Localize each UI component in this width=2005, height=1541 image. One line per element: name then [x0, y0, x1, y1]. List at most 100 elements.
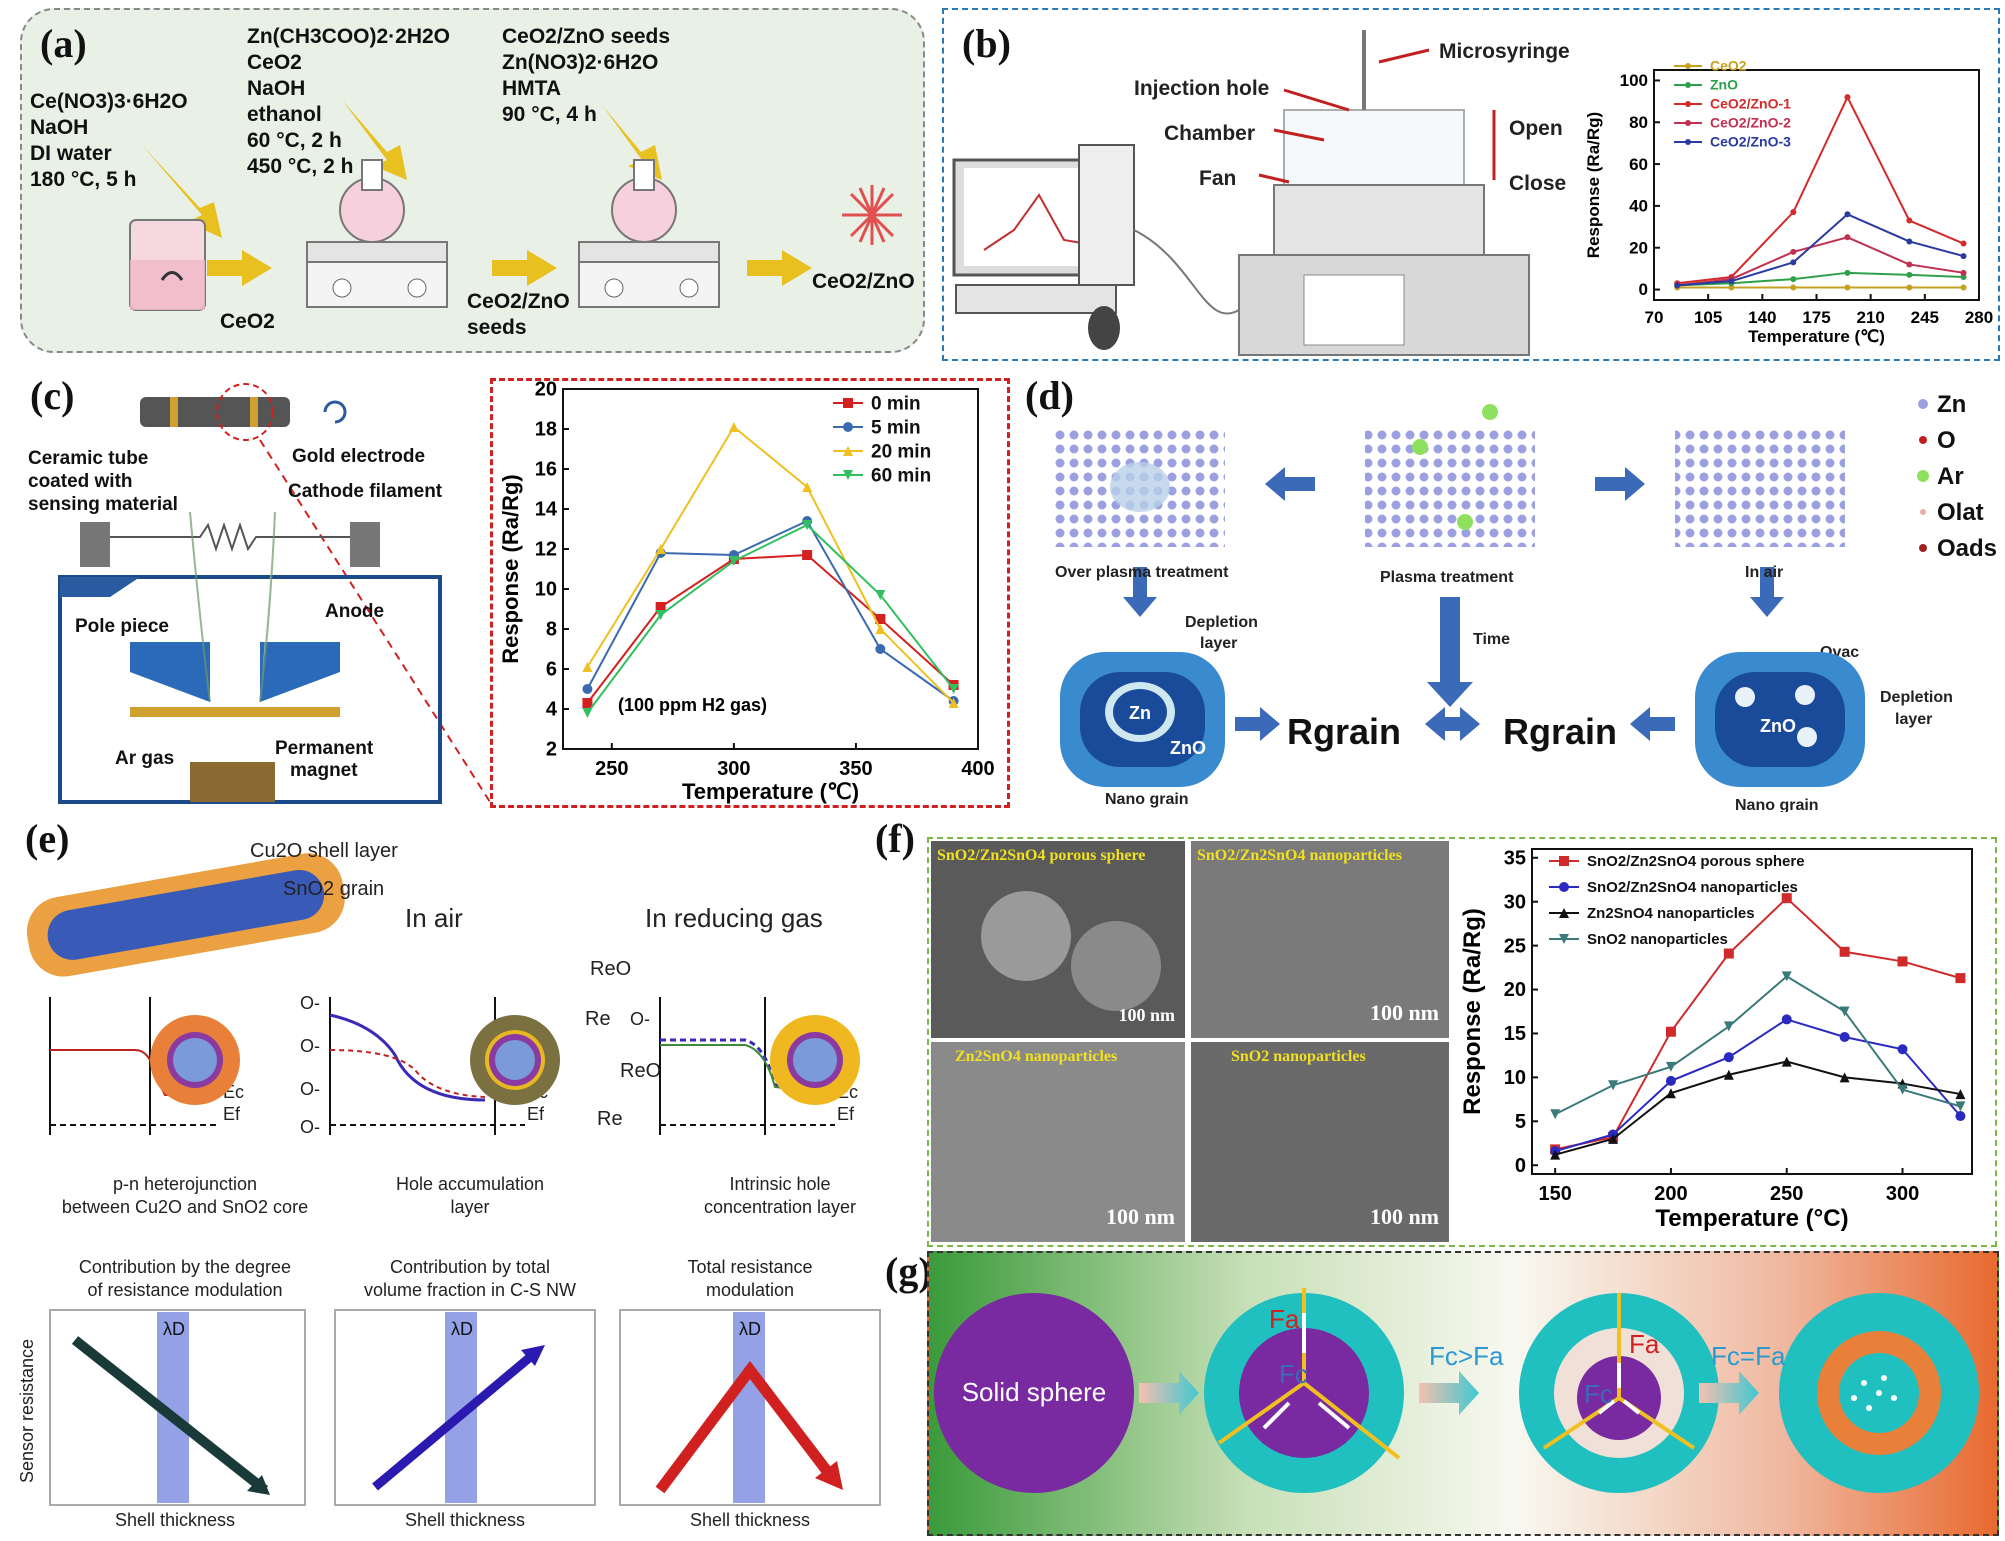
series-line	[1677, 213, 1964, 287]
fa-label: Fa	[1629, 1329, 1660, 1359]
arrow-icon	[1419, 1371, 1479, 1415]
legend-entry: Zn2SnO4 nanoparticles	[1587, 905, 1755, 922]
xlabel: Shell thickness	[405, 1510, 525, 1530]
panel-a: (a) Ce(NO3)3·6H2O NaOH DI water 180 °C, …	[20, 8, 925, 353]
data-point	[1906, 284, 1913, 291]
data-point	[1844, 284, 1851, 291]
data-point	[655, 602, 666, 612]
data-point	[1839, 1072, 1850, 1083]
y-tick-label: 15	[1504, 1023, 1526, 1045]
caption-pn: p-n heterojunction	[113, 1174, 257, 1194]
fc-gt-fa-label: Fc>Fa	[1429, 1341, 1504, 1371]
y-tick-label: 10	[535, 579, 557, 601]
y-tick-label: 30	[1504, 891, 1526, 913]
sem-caption: Zn2SnO4 nanoparticles	[955, 1048, 1118, 1065]
step2-line: CeO2	[247, 51, 302, 74]
y-tick-label: 20	[535, 381, 557, 401]
fc-eq-fa-label: Fc=Fa	[1711, 1341, 1786, 1371]
arrow-icon	[747, 250, 812, 286]
y-tick-label: 35	[1504, 847, 1526, 869]
sem-image: Zn2SnO4 nanoparticles 100 nm	[931, 1042, 1185, 1242]
data-point	[802, 482, 813, 492]
close-label: Close	[1509, 172, 1566, 195]
step2-line: 60 °C, 2 h	[247, 129, 342, 152]
arrow-icon	[1630, 707, 1675, 741]
data-point	[655, 544, 666, 554]
legend-entry: CeO2	[1710, 58, 1747, 74]
legend-marker	[1685, 82, 1691, 88]
trend-arrow-peak	[655, 1360, 835, 1494]
panel-label: (c)	[30, 373, 75, 418]
x-tick-label: 70	[1645, 308, 1664, 327]
data-point	[728, 422, 739, 432]
y-tick-label: 6	[546, 659, 557, 681]
ef-label: Ef	[527, 1104, 545, 1124]
y-tick-label: 5	[1515, 1111, 1526, 1133]
data-point	[1781, 1014, 1792, 1025]
series-line	[1554, 1018, 1962, 1153]
arrow-icon	[492, 250, 557, 286]
step2-line: ethanol	[247, 103, 322, 126]
legend-entry: SnO2/Zn2SnO4 nanoparticles	[1587, 879, 1798, 896]
xlabel: Shell thickness	[115, 1510, 235, 1530]
legend-marker	[843, 446, 853, 456]
data-point	[1665, 1061, 1676, 1072]
depletion-label: layer	[1895, 711, 1932, 728]
data-point	[1844, 94, 1851, 101]
fan-label: Fan	[1199, 167, 1236, 190]
data-point	[1728, 278, 1735, 285]
magnet-icon	[190, 762, 275, 802]
y-tick-label: 60	[1629, 155, 1648, 174]
legend-entry: 5 min	[871, 417, 921, 438]
step3-line: CeO2/ZnO seeds	[502, 25, 670, 48]
solid-sphere-icon	[934, 1293, 1134, 1493]
panel-f: (f) SnO2/Zn2SnO4 porous sphere 100 nm Sn…	[875, 815, 2000, 1247]
plasma-label: Plasma treatment	[1380, 569, 1514, 586]
scale-bar: 100 nm	[1105, 1204, 1175, 1229]
y-tick-label: 25	[1504, 935, 1526, 957]
series-line	[1677, 94, 1964, 285]
lambda-label: λD	[163, 1319, 185, 1339]
data-point	[1844, 269, 1851, 276]
data-point	[802, 550, 813, 560]
arrow-icon	[1699, 1371, 1759, 1415]
data-point	[1839, 1006, 1850, 1017]
x-tick-label: 150	[1538, 1183, 1571, 1205]
o-minus-label: O-	[300, 993, 320, 1013]
legend-marker	[1685, 120, 1691, 126]
data-point	[948, 684, 959, 694]
x-tick-label: 175	[1802, 308, 1830, 327]
data-point	[1723, 1021, 1734, 1032]
data-point	[1897, 1084, 1908, 1095]
data-point	[1665, 1088, 1676, 1099]
panel-label: (f)	[875, 816, 915, 861]
series-line	[1554, 896, 1961, 1151]
x-tick-label: 200	[1654, 1183, 1687, 1205]
step3-line: 90 °C, 4 h	[502, 103, 597, 126]
legend-marker	[843, 398, 853, 408]
sputtering-diagram: Ceramic tube coated with sensing materia…	[28, 383, 491, 804]
data-point	[802, 520, 813, 530]
x-tick-label: 210	[1856, 308, 1884, 327]
step1-line: NaOH	[30, 116, 88, 139]
panel-label: (g)	[885, 1249, 932, 1294]
x-axis-label: Temperature (℃)	[1748, 327, 1885, 346]
data-point	[1897, 1044, 1908, 1055]
x-tick-label: 300	[717, 758, 750, 780]
svg-text:Zn: Zn	[1937, 391, 1966, 418]
gold-electrode-label: Gold electrode	[292, 446, 425, 467]
step1-line: 180 °C, 5 h	[30, 168, 136, 191]
arrow-icon	[207, 250, 272, 286]
o-minus-label: O-	[300, 1079, 320, 1099]
data-point	[582, 698, 593, 708]
panel-d: (d) Over plasma treatment Plasma treatme…	[1025, 372, 2000, 812]
data-point	[1781, 893, 1792, 904]
panel-label: (b)	[962, 21, 1011, 66]
nanoflower-icon	[842, 185, 902, 245]
data-point	[1674, 282, 1681, 289]
grain-label: SnO2 grain	[283, 878, 384, 900]
data-point	[1608, 1080, 1619, 1091]
data-point	[875, 644, 886, 654]
series-line	[1677, 271, 1964, 287]
data-point	[1906, 271, 1913, 278]
